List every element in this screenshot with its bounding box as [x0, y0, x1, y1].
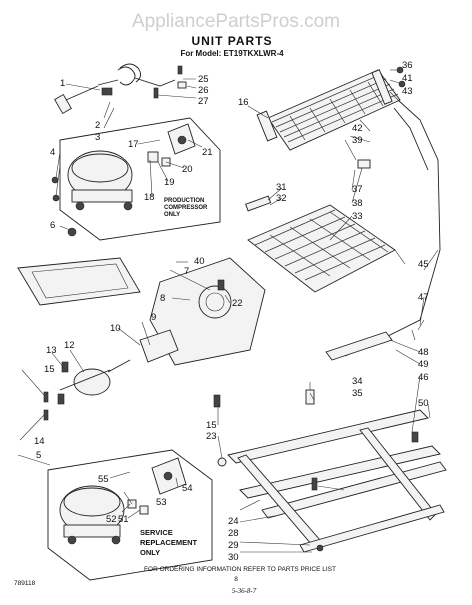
watermark: AppliancePartsPros.com — [132, 11, 340, 32]
callout-34: 34 — [352, 376, 363, 387]
callout-22: 22 — [232, 298, 243, 309]
power-cord-illustration — [54, 63, 176, 115]
callout-15-2: 15 — [206, 420, 217, 431]
leader-lines — [17, 69, 439, 553]
evaporator-coil — [245, 195, 396, 293]
footer-instruction: FOR ORDERING INFORMATION REFER TO PARTS … — [144, 566, 336, 573]
heater-46 — [325, 331, 393, 361]
footer-code: 789118 — [14, 580, 36, 587]
callout-35: 35 — [352, 388, 363, 399]
callout-51: 51 — [118, 514, 129, 525]
callout-52: 52 — [106, 514, 117, 525]
callout-15: 15 — [44, 364, 55, 375]
callout-5: 5 — [36, 450, 41, 461]
callout-46: 46 — [418, 372, 429, 383]
callout-37: 37 — [352, 184, 363, 195]
callout-18: 18 — [144, 192, 155, 203]
callout-7: 7 — [184, 266, 189, 277]
grommet-6 — [67, 227, 77, 237]
callout-1: 1 — [60, 78, 65, 89]
callout-29: 29 — [228, 540, 239, 551]
base-frame — [217, 409, 447, 553]
callout-43: 43 — [402, 86, 413, 97]
page-title: UNIT PARTS — [191, 34, 272, 48]
callout-8: 8 — [160, 293, 165, 304]
callout-25: 25 — [198, 74, 209, 85]
callout-13: 13 — [46, 345, 57, 356]
drier-39 — [357, 159, 371, 169]
callout-45: 45 — [418, 259, 429, 270]
note-service-2: REPLACEMENT — [140, 538, 198, 547]
callout-41: 41 — [402, 73, 413, 84]
condenser-coil — [256, 66, 406, 151]
callout-19: 19 — [164, 177, 175, 188]
callout-50: 50 — [418, 398, 429, 409]
fan-motor-assembly — [43, 329, 179, 421]
callout-40: 40 — [194, 256, 205, 267]
note-service-3: ONLY — [140, 548, 160, 557]
callout-14: 14 — [34, 436, 45, 447]
callout-17: 17 — [128, 139, 139, 150]
callout-20: 20 — [182, 164, 193, 175]
screws-25-27 — [153, 65, 197, 99]
callout-39: 39 — [352, 135, 363, 146]
callout-27: 27 — [198, 96, 209, 107]
callout-49: 49 — [418, 359, 429, 370]
callout-labels: 1234567891012131415151617181920212223242… — [34, 60, 429, 563]
callout-47: 47 — [418, 292, 429, 303]
production-compressor-group: PRODUCTION COMPRESSOR ONLY — [51, 117, 221, 241]
callout-48: 48 — [418, 347, 429, 358]
callout-55: 55 — [98, 474, 109, 485]
callout-2: 2 — [95, 120, 100, 131]
callout-28: 28 — [228, 528, 239, 539]
screw-15b — [213, 394, 221, 408]
callout-42: 42 — [352, 123, 363, 134]
callout-38: 38 — [352, 198, 363, 209]
note-service-1: SERVICE — [140, 528, 173, 537]
callout-36: 36 — [402, 60, 413, 71]
callout-3: 3 — [95, 132, 100, 143]
note-production-2: COMPRESSOR — [164, 205, 208, 211]
footer-handwritten: 5-36-8-7 — [232, 587, 257, 595]
callout-33: 33 — [352, 211, 363, 222]
callout-24: 24 — [228, 516, 239, 527]
callout-9: 9 — [151, 312, 156, 323]
callout-32: 32 — [276, 193, 287, 204]
note-production-3: ONLY — [164, 212, 180, 218]
service-compressor-group: SERVICE REPLACEMENT ONLY — [47, 449, 213, 581]
callout-6: 6 — [50, 220, 55, 231]
callout-16: 16 — [238, 97, 249, 108]
drain-pan — [17, 257, 141, 306]
screw-50 — [411, 431, 419, 443]
callout-4: 4 — [50, 147, 55, 158]
callout-30: 30 — [228, 552, 239, 563]
callout-31: 31 — [276, 182, 287, 193]
callout-26: 26 — [198, 85, 209, 96]
screw-3b — [311, 477, 318, 491]
callout-53: 53 — [156, 497, 167, 508]
callout-12: 12 — [64, 340, 75, 351]
footer-page-number: 8 — [234, 576, 238, 583]
bracket-34 — [305, 389, 315, 405]
fan-shroud — [149, 257, 266, 366]
callout-10: 10 — [110, 323, 121, 334]
callout-23: 23 — [206, 431, 217, 442]
callout-21: 21 — [202, 147, 213, 158]
model-line: For Model: ET19TKXLWR-4 — [180, 49, 284, 58]
callout-54: 54 — [182, 483, 193, 494]
note-production-1: PRODUCTION — [164, 198, 204, 204]
